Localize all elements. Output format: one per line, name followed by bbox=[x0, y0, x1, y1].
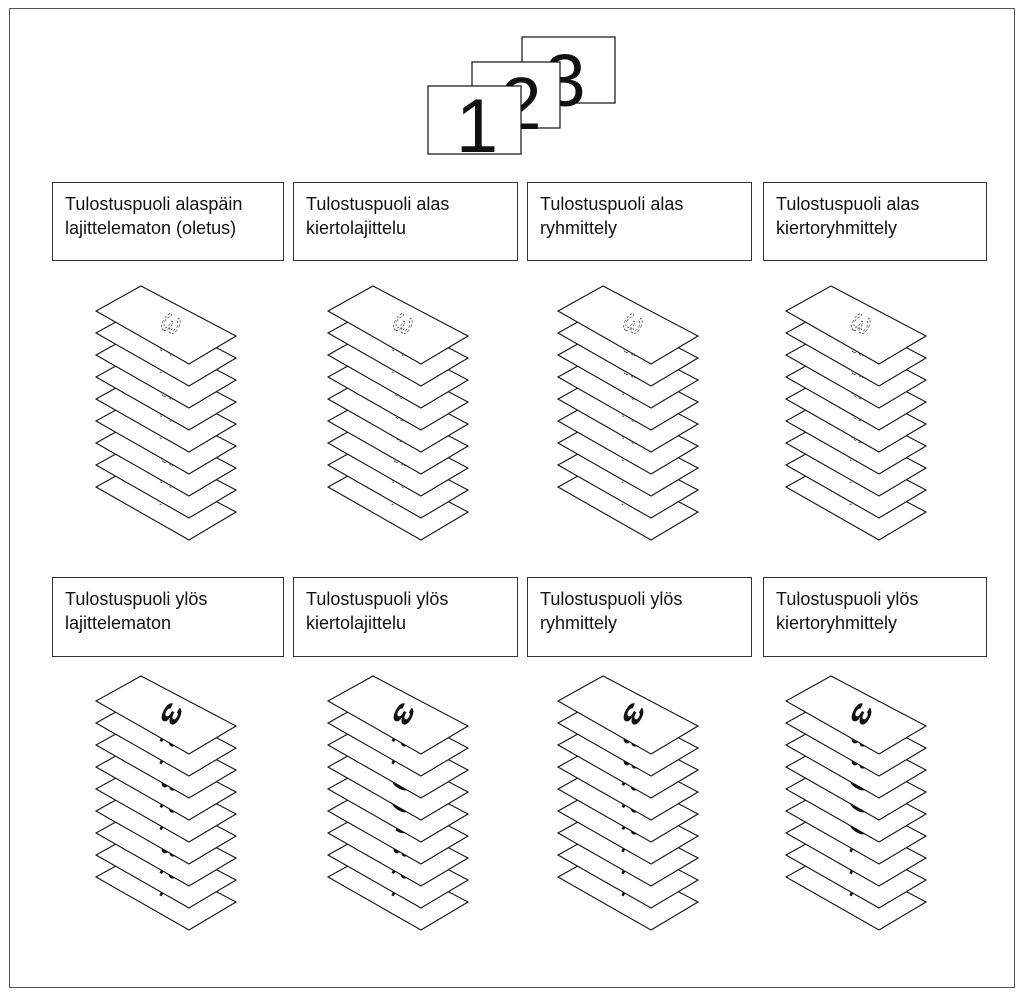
label-face-down-rotate-collate: Tulostuspuoli alas kiertolajittelu bbox=[293, 182, 518, 261]
sheet: 3 bbox=[784, 675, 928, 755]
label-line-2: ryhmittely bbox=[540, 613, 618, 633]
stack-face-down-group: 111222333 bbox=[556, 285, 700, 541]
label-line-2: kiertolajittelu bbox=[306, 613, 407, 633]
label-line-2: ryhmittely bbox=[540, 218, 618, 238]
label-face-up-uncollated: Tulostuspuoli ylös lajittelematon bbox=[52, 577, 284, 657]
sheet: 3 bbox=[556, 675, 700, 755]
label-face-up-rotate-group: Tulostuspuoli ylös kiertoryhmittely bbox=[763, 577, 987, 657]
label-line-1: Tulostuspuoli alas bbox=[776, 194, 920, 214]
sheet: 3 bbox=[556, 285, 700, 365]
stack-face-up-rotate-group: 111222333 bbox=[784, 675, 928, 931]
label-line-1: Tulostuspuoli ylös bbox=[65, 589, 208, 609]
stack-face-up-rotate-collate: 123123123 bbox=[326, 675, 470, 931]
label-line-2: kiertoryhmittely bbox=[776, 218, 898, 238]
label-line-1: Tulostuspuoli ylös bbox=[540, 589, 683, 609]
sheet: 3 bbox=[326, 285, 470, 365]
label-line-1: Tulostuspuoli alaspäin bbox=[65, 194, 243, 214]
stack-face-down-rotate-collate: 123123123 bbox=[326, 285, 470, 541]
label-face-down-uncollated: Tulostuspuoli alaspäin lajittelematon (o… bbox=[52, 182, 284, 261]
label-face-down-group: Tulostuspuoli alas ryhmittely bbox=[527, 182, 752, 261]
sheet: 3 bbox=[94, 675, 238, 755]
label-line-2: kiertoryhmittely bbox=[776, 613, 898, 633]
label-face-up-group: Tulostuspuoli ylös ryhmittely bbox=[527, 577, 752, 657]
label-face-up-rotate-collate: Tulostuspuoli ylös kiertolajittelu bbox=[293, 577, 518, 657]
stack-face-up-uncollated: 123123123 bbox=[94, 675, 238, 931]
diagram-frame bbox=[9, 8, 1015, 988]
label-line-2: lajittelematon bbox=[65, 613, 172, 633]
stack-face-down-rotate-group: 111222333 bbox=[784, 285, 928, 541]
sheet: 3 bbox=[94, 285, 238, 365]
sheet: 3 bbox=[784, 285, 928, 365]
label-line-1: Tulostuspuoli ylös bbox=[776, 589, 919, 609]
label-line-1: Tulostuspuoli alas bbox=[306, 194, 450, 214]
label-line-2: lajittelematon (oletus) bbox=[65, 218, 237, 238]
label-line-1: Tulostuspuoli ylös bbox=[306, 589, 449, 609]
sheet: 3 bbox=[326, 675, 470, 755]
stack-face-down-uncollated: 123123123 bbox=[94, 285, 238, 541]
label-face-down-rotate-group: Tulostuspuoli alas kiertoryhmittely bbox=[763, 182, 987, 261]
label-line-1: Tulostuspuoli alas bbox=[540, 194, 684, 214]
label-line-2: kiertolajittelu bbox=[306, 218, 407, 238]
stack-face-up-group: 111222333 bbox=[556, 675, 700, 931]
